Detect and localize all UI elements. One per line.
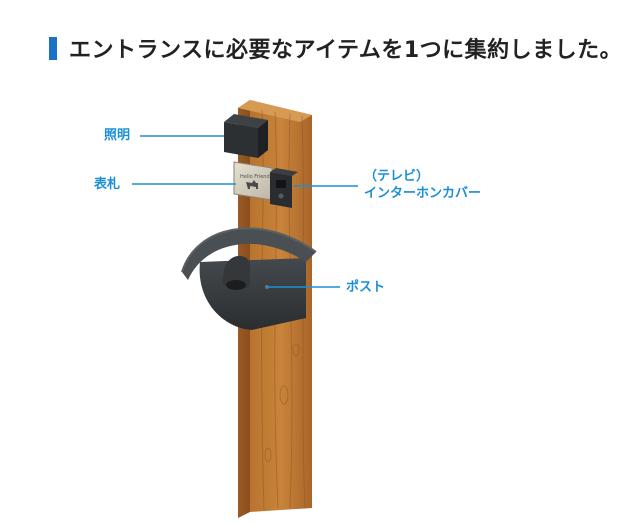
- mailbox: [181, 227, 317, 330]
- leader-lines: [132, 135, 358, 288]
- label-intercom-line1: （テレビ）: [364, 169, 430, 184]
- intercom-cover: [270, 168, 298, 208]
- label-intercom-line2: インターホンカバー: [364, 186, 482, 201]
- label-post: ポスト: [346, 280, 386, 295]
- dog-silhouette-icon: [246, 180, 258, 189]
- light-fixture: [224, 114, 268, 158]
- nameplate-text: Hello Friend: [240, 174, 270, 180]
- label-nameplate: 表札: [94, 177, 121, 192]
- nameplate: Hello Friend: [233, 161, 273, 201]
- page-title: エントランスに必要なアイテムを1つに集約しました。: [69, 38, 623, 63]
- label-light: 照明: [104, 128, 131, 143]
- title-accent-bar: [49, 37, 57, 60]
